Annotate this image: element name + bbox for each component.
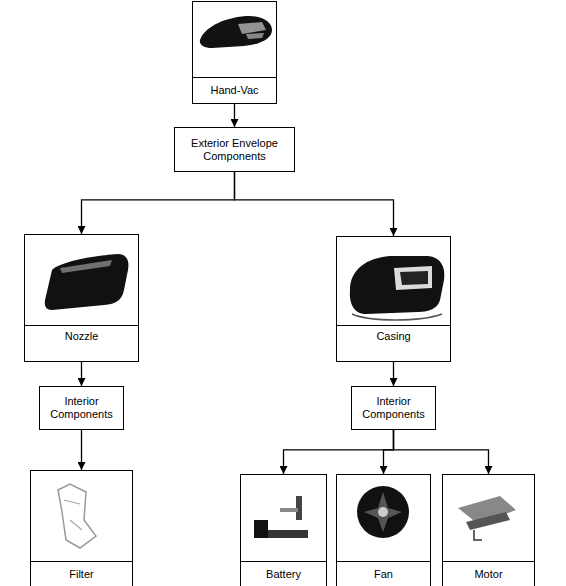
node-label: Fan (374, 568, 393, 581)
node-label: Hand-Vac (210, 84, 258, 97)
label-row: Nozzle (25, 325, 138, 347)
label-row: Motor (443, 561, 534, 586)
node-label: Battery (266, 568, 301, 581)
motor-picture (458, 496, 516, 540)
node-label: Motor (474, 568, 502, 581)
part-box: Nozzle (24, 234, 139, 362)
node-label: Interior Components (356, 395, 431, 421)
connector-arrow (234, 104, 235, 127)
text-area: Interior Components (352, 387, 435, 429)
label-row: Casing (337, 325, 450, 347)
node-label: Filter (69, 568, 93, 581)
text-area: Interior Components (40, 387, 123, 429)
group-box: Interior Components (39, 386, 124, 430)
connector-arrow (81, 362, 82, 386)
connector-arrow (394, 430, 489, 474)
part-box: Battery (240, 474, 327, 586)
part-box: Fan (336, 474, 431, 586)
connector-arrow (82, 172, 235, 234)
battery-picture (254, 496, 308, 538)
part-box: Motor (442, 474, 535, 586)
group-box: Interior Components (351, 386, 436, 430)
node-label: Interior Components (44, 395, 119, 421)
label-row: Battery (241, 561, 326, 586)
label-row: Filter (31, 561, 132, 586)
label-row: Fan (337, 561, 430, 586)
fan-picture (357, 486, 409, 538)
connector-arrow (393, 362, 394, 386)
assembly-box: Hand-Vac (192, 1, 277, 104)
part-box: Filter (30, 470, 133, 586)
part-box: Casing (336, 236, 451, 362)
handvac-picture (200, 16, 272, 48)
node-label: Casing (376, 330, 410, 343)
node-label: Exterior Envelope Components (179, 137, 290, 163)
text-area: Exterior Envelope Components (175, 128, 294, 171)
connector-arrow (81, 430, 82, 470)
label-row: Hand-Vac (193, 77, 276, 103)
casing-picture (350, 256, 445, 320)
filter-picture (58, 484, 96, 548)
group-box: Exterior Envelope Components (174, 127, 295, 172)
connector-arrow (384, 430, 394, 474)
connector-arrow (284, 430, 394, 474)
nozzle-picture (45, 254, 129, 310)
node-label: Nozzle (65, 330, 99, 343)
connector-arrow (235, 172, 394, 236)
